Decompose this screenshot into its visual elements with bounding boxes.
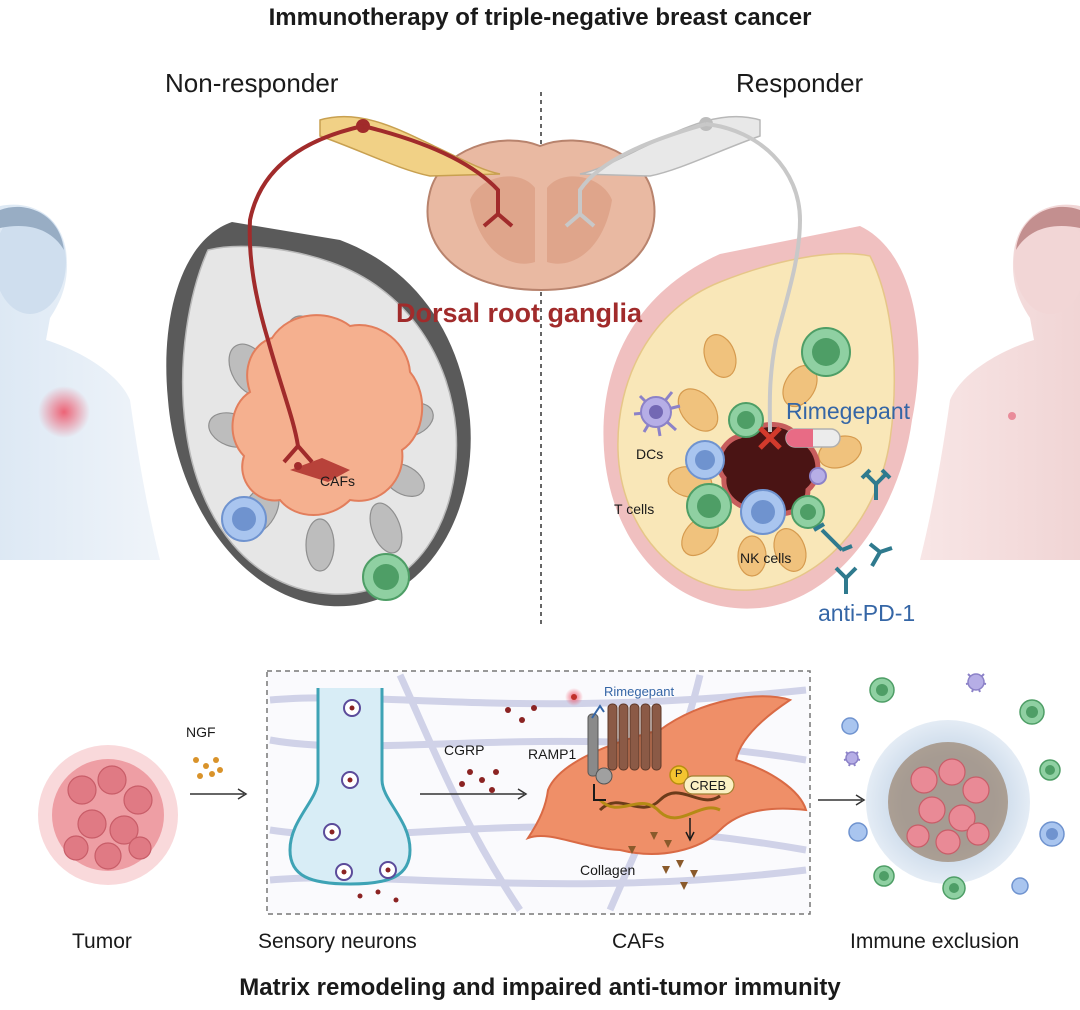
left-tumor: [231, 314, 424, 516]
caption-tumor: Tumor: [72, 930, 132, 953]
rimegepant-label-bottom: Rimegepant: [604, 684, 675, 699]
rimegepant-pill: [785, 428, 841, 448]
dcs-label: DCs: [636, 446, 664, 462]
rimegepant-label-top: Rimegepant: [786, 398, 911, 424]
t-cells-label: T cells: [614, 501, 655, 517]
creb-label: CREB: [690, 778, 727, 793]
dorsal-root-ganglia-label: Dorsal root ganglia: [396, 298, 643, 328]
figure-title: Immunotherapy of triple-negative breast …: [268, 4, 812, 31]
caption-cafs: CAFs: [612, 930, 665, 953]
immune-exclusion: [841, 673, 1065, 900]
collagen-deposits: [628, 832, 698, 890]
non-responder-label: Non-responder: [165, 68, 339, 98]
phospho-badge: [669, 765, 689, 785]
ngf-label: NGF: [186, 724, 216, 740]
bottom-title: Matrix remodeling and impaired anti-tumo…: [239, 974, 841, 1001]
ngf-dots: [193, 757, 223, 779]
sensory-neuron-terminal: [288, 688, 537, 903]
anti-pd1-label: anti-PD-1: [818, 600, 916, 626]
anti-pd1-antibodies: [812, 468, 893, 594]
caf-fibroblast: [525, 695, 808, 855]
dendritic-cell: [633, 391, 681, 437]
left-caf-cell: [290, 458, 350, 482]
nk-cells-label: NK cells: [740, 550, 792, 566]
caption-immune-exclusion: Immune exclusion: [850, 930, 1020, 953]
responder-label: Responder: [736, 68, 864, 98]
right-sensory-nerve: [564, 115, 803, 433]
left-sensory-nerve: [247, 115, 514, 470]
bottom-tumor: [38, 745, 178, 885]
cafs-label-top: CAFs: [320, 473, 355, 489]
collagen-label: Collagen: [580, 862, 636, 878]
caption-sensory-neurons: Sensory neurons: [258, 930, 417, 953]
block-x-icon: [758, 426, 782, 450]
ramp1-label: RAMP1: [528, 746, 577, 762]
phospho-label: P: [675, 768, 683, 780]
creb-pill: [683, 775, 735, 795]
right-breast: [603, 226, 919, 609]
right-human-silhouette: [920, 204, 1080, 560]
cgrp-receptor: [565, 688, 662, 785]
left-breast: [166, 222, 471, 607]
left-breast-tumor-glow: [38, 386, 90, 438]
cgrp-label: CGRP: [444, 742, 485, 758]
left-human-silhouette: [0, 204, 160, 560]
